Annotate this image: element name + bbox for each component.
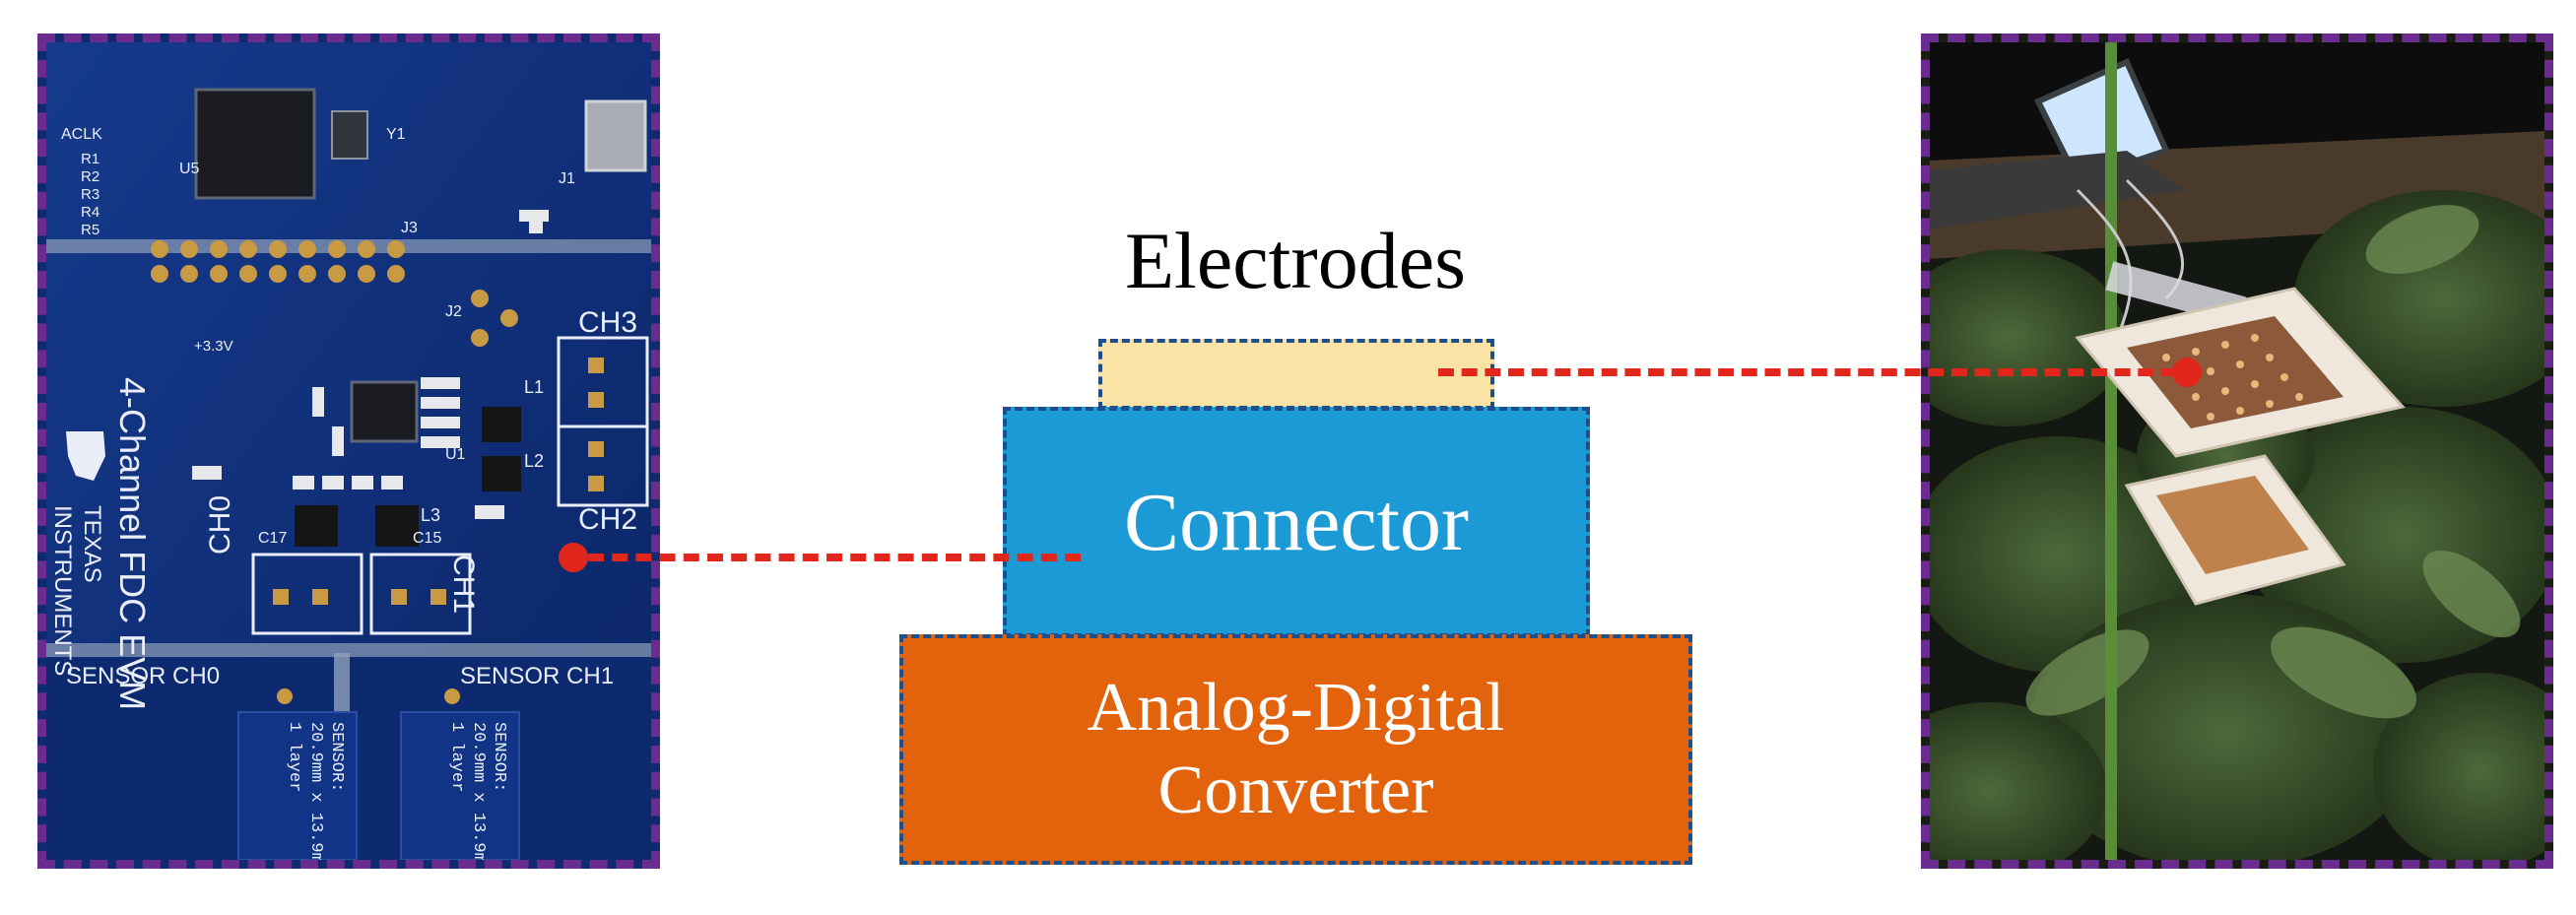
silk-r1: R1: [81, 151, 100, 167]
sensor-spec-ch1: SENSOR: 20.9mm x 13.9mm 1 layer: [446, 722, 509, 869]
electrodes-block: [1098, 339, 1494, 410]
silk-aclk: ACLK: [61, 126, 102, 143]
silk-c17: C17: [258, 530, 288, 547]
ti-brand-line1: TEXAS: [79, 505, 105, 583]
sensor-spec-line: SENSOR:: [490, 722, 508, 793]
silk-y1: Y1: [386, 126, 406, 143]
silk-j1: J1: [559, 170, 575, 187]
adc-label-line2: Converter: [1157, 752, 1434, 828]
silk-u1: U1: [445, 446, 466, 463]
silk-l2: L2: [524, 451, 545, 471]
silk-l1: L1: [524, 377, 545, 397]
sensor-spec-line: 20.9mm x 13.9mm: [468, 722, 488, 869]
electrodes-to-photo-line: [1438, 368, 2177, 376]
pcb-photo: 4-Channel FDC EVM TEXAS INSTRUMENTS CH0 …: [37, 33, 660, 869]
sensor-spec-ch0: SENSOR: 20.9mm x 13.9mm 1 layer: [284, 722, 347, 869]
silk-r5: R5: [81, 222, 100, 238]
pcb-illustration: [46, 42, 651, 860]
ti-brand-line2: INSTRUMENTS: [49, 505, 76, 677]
field-illustration: [1930, 42, 2544, 860]
connector-label: Connector: [1124, 476, 1469, 568]
connector-block: Connector: [1003, 407, 1590, 637]
field-photo: [1921, 33, 2553, 869]
adc-label-line1: Analog-Digital: [1087, 670, 1505, 746]
photo-connection-dot: [2172, 358, 2202, 387]
pcb-to-connector-line: [588, 554, 1081, 561]
channel-label-ch1: CH1: [447, 555, 480, 615]
sensor-spec-line: 1 layer: [285, 722, 304, 793]
pcb-connection-dot: [559, 543, 588, 572]
sensor-spec-line: 1 layer: [447, 722, 467, 793]
channel-label-ch0: CH0: [204, 494, 236, 555]
silk-c15: C15: [413, 530, 442, 547]
silk-r2: R2: [81, 168, 100, 185]
channel-label-ch3: CH3: [578, 306, 638, 339]
silk-u5: U5: [179, 161, 200, 177]
sensor-spec-line: SENSOR:: [327, 722, 346, 793]
silk-j2: J2: [445, 303, 462, 320]
electrodes-title: Electrodes: [1124, 216, 1467, 305]
sensor-label-ch1: SENSOR CH1: [460, 663, 615, 689]
silk-r3: R3: [81, 186, 100, 203]
silk-r4: R4: [81, 204, 100, 221]
adc-block: Analog-Digital Converter: [899, 634, 1692, 865]
sensor-label-ch0: SENSOR CH0: [66, 663, 221, 689]
pcb-board-title: 4-Channel FDC EVM: [112, 377, 153, 711]
silk-3v3: +3.3V: [194, 338, 233, 355]
channel-label-ch2: CH2: [578, 503, 638, 536]
silk-l3: L3: [421, 505, 441, 525]
sensor-spec-line: 20.9mm x 13.9mm: [305, 722, 325, 869]
silk-j3: J3: [401, 220, 418, 236]
